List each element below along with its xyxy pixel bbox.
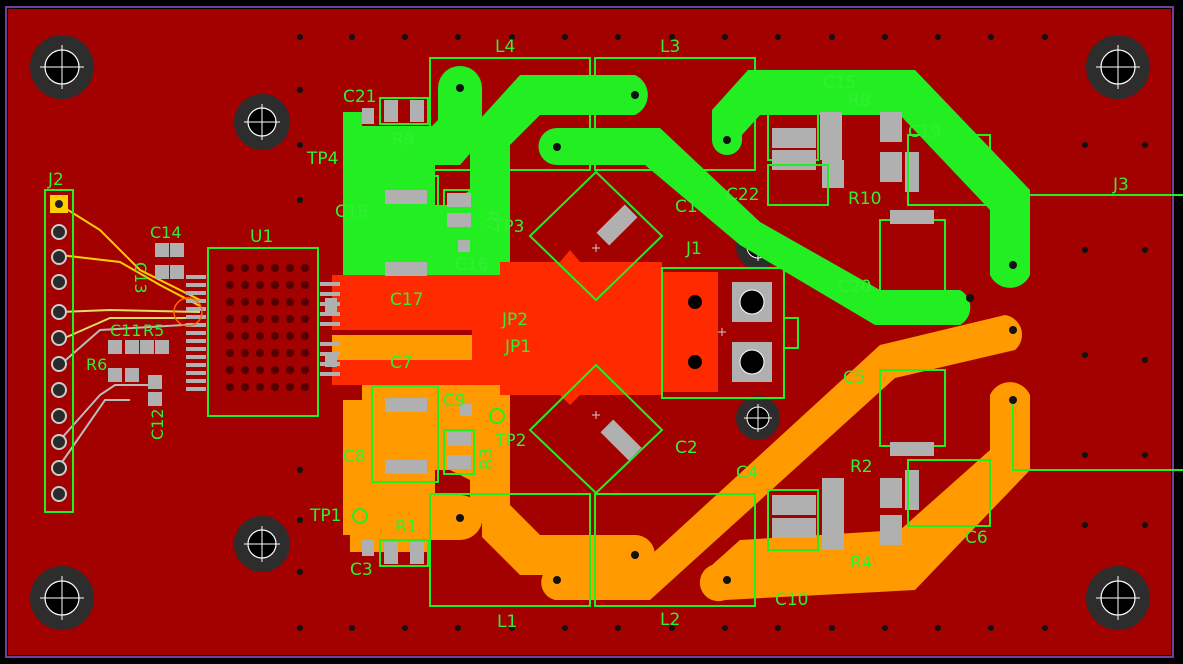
inductor-pad-holes (456, 84, 1017, 584)
net-orange-copper[interactable] (332, 315, 1030, 602)
mount-hole-bottom-right[interactable] (1086, 566, 1150, 630)
label-r2: R2 (850, 457, 873, 477)
label-j2: J2 (47, 170, 64, 190)
label-c6: C6 (965, 528, 988, 548)
label-c3: C3 (350, 560, 373, 580)
label-c7: C7 (390, 353, 413, 373)
label-c20: C20 (838, 277, 872, 297)
label-r10: R10 (848, 189, 881, 209)
u1-ic[interactable] (186, 247, 340, 417)
label-jp1: JP1 (504, 337, 531, 357)
j2-traces (59, 204, 201, 466)
label-l4: L4 (495, 37, 515, 57)
label-j1: J1 (685, 239, 702, 259)
label-c17: C17 (390, 290, 424, 310)
label-c16: C16 (455, 255, 489, 275)
selection-marker (173, 297, 203, 327)
label-c1: C1 (675, 197, 698, 217)
inductor-outlines (429, 57, 756, 607)
cap-diamond-pads (596, 204, 642, 461)
smd-lower (362, 369, 991, 567)
mount-hole-top-left[interactable] (30, 35, 94, 99)
j3-lines (1012, 194, 1183, 471)
label-l3: L3 (660, 37, 680, 57)
label-r7: R7 (481, 210, 501, 233)
label-u1: U1 (250, 227, 273, 247)
label-j3: J3 (1112, 175, 1129, 195)
label-c2: C2 (675, 438, 698, 458)
via-column-sides (297, 87, 1148, 575)
label-c11: C11 (110, 321, 142, 340)
label-jp2: JP2 (501, 310, 528, 330)
test-points[interactable] (352, 149, 505, 524)
cap-diamonds (528, 170, 664, 495)
label-c14: C14 (150, 223, 182, 242)
label-c8: C8 (343, 447, 366, 467)
label-c19: C19 (908, 122, 942, 142)
label-r3: R3 (477, 447, 497, 470)
mount-hole-top-right[interactable] (1086, 35, 1150, 99)
label-r6: R6 (86, 355, 107, 374)
label-r5: R5 (143, 321, 164, 340)
mount-hole-upper-mid[interactable] (234, 94, 290, 150)
j2-header[interactable] (44, 189, 74, 513)
via-row-bottom (297, 625, 1048, 631)
label-c15: C15 (823, 73, 857, 93)
label-r8: R8 (848, 91, 871, 111)
label-tp4: TP4 (306, 149, 338, 169)
mount-hole-lower-mid[interactable] (234, 516, 290, 572)
label-r9: R9 (392, 130, 415, 150)
label-tp2: TP2 (494, 431, 526, 451)
polarity-marks (592, 244, 726, 419)
label-l2: L2 (660, 610, 680, 630)
mount-hole-j1-bottom[interactable] (736, 396, 780, 440)
label-c9: C9 (443, 391, 466, 411)
label-c10: C10 (775, 590, 809, 610)
label-c22: C22 (726, 185, 760, 205)
smd-small-left (108, 240, 472, 416)
label-tp1: TP1 (309, 506, 341, 526)
label-r1: R1 (395, 517, 418, 537)
label-r4: R4 (850, 553, 873, 573)
mount-hole-bottom-left[interactable] (30, 566, 94, 630)
label-c21: C21 (343, 87, 377, 107)
label-l1: L1 (497, 612, 517, 632)
j1-connector[interactable] (661, 267, 799, 399)
smd-upper (362, 97, 991, 297)
label-c5: C5 (843, 368, 866, 388)
via-row-top (297, 34, 1048, 40)
net-red-copper[interactable] (332, 250, 718, 405)
label-c13: C13 (131, 262, 150, 294)
board-edge-cut (5, 6, 1174, 658)
label-tp3: TP3 (492, 217, 524, 237)
label-c18: C18 (335, 202, 369, 222)
label-c4: C4 (736, 463, 759, 483)
label-c12: C12 (148, 408, 167, 440)
